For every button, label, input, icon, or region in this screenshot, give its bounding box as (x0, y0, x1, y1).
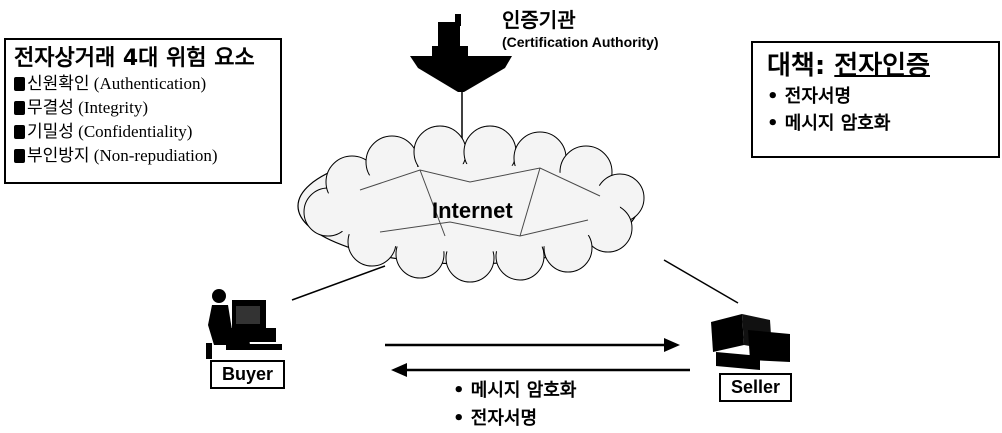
risk-item-confidentiality: 기밀성 (Confidentiality) (14, 120, 272, 144)
seller-to-buyer-arrow (391, 363, 690, 377)
seller-label: Seller (719, 373, 793, 402)
seller-internet-line (663, 259, 739, 304)
book-icon (14, 149, 25, 163)
certification-authority-label: 인증기관 (502, 8, 576, 32)
certification-authority-sublabel: (Certification Authority) (502, 34, 659, 50)
internet-cloud-icon (297, 125, 645, 283)
transaction-item-encryption: • 메시지 암호화 (453, 380, 577, 401)
seller-server-icon (711, 314, 790, 370)
book-icon (14, 125, 25, 139)
solution-item-encryption: • 메시지 암호화 (767, 113, 891, 134)
transaction-item-signature: • 전자서명 (453, 408, 538, 429)
risk-factors-title: 전자상거래 4대 위험 요소 (14, 46, 255, 71)
risk-item-integrity: 무결성 (Integrity) (14, 96, 272, 120)
risk-item-authentication: 신원확인 (Authentication) (14, 72, 272, 96)
solution-title: 대책: 전자인증 (767, 51, 930, 81)
book-icon (14, 77, 25, 91)
solution-title-underlined: 전자인증 (834, 51, 930, 81)
buyer-computer-icon (206, 289, 282, 359)
risk-factors-box: 전자상거래 4대 위험 요소 신원확인 (Authentication) 무결성… (4, 38, 282, 184)
book-icon (14, 101, 25, 115)
risk-item-non-repudiation: 부인방지 (Non-repudiation) (14, 144, 272, 168)
solution-item-signature: • 전자서명 (767, 86, 852, 107)
certification-authority-icon (410, 14, 512, 92)
internet-label: Internet (432, 198, 513, 223)
solution-box: 대책: 전자인증 • 전자서명 • 메시지 암호화 (751, 41, 1000, 158)
buyer-to-seller-arrow (385, 338, 680, 352)
buyer-internet-line (291, 265, 386, 301)
buyer-label: Buyer (210, 360, 286, 389)
